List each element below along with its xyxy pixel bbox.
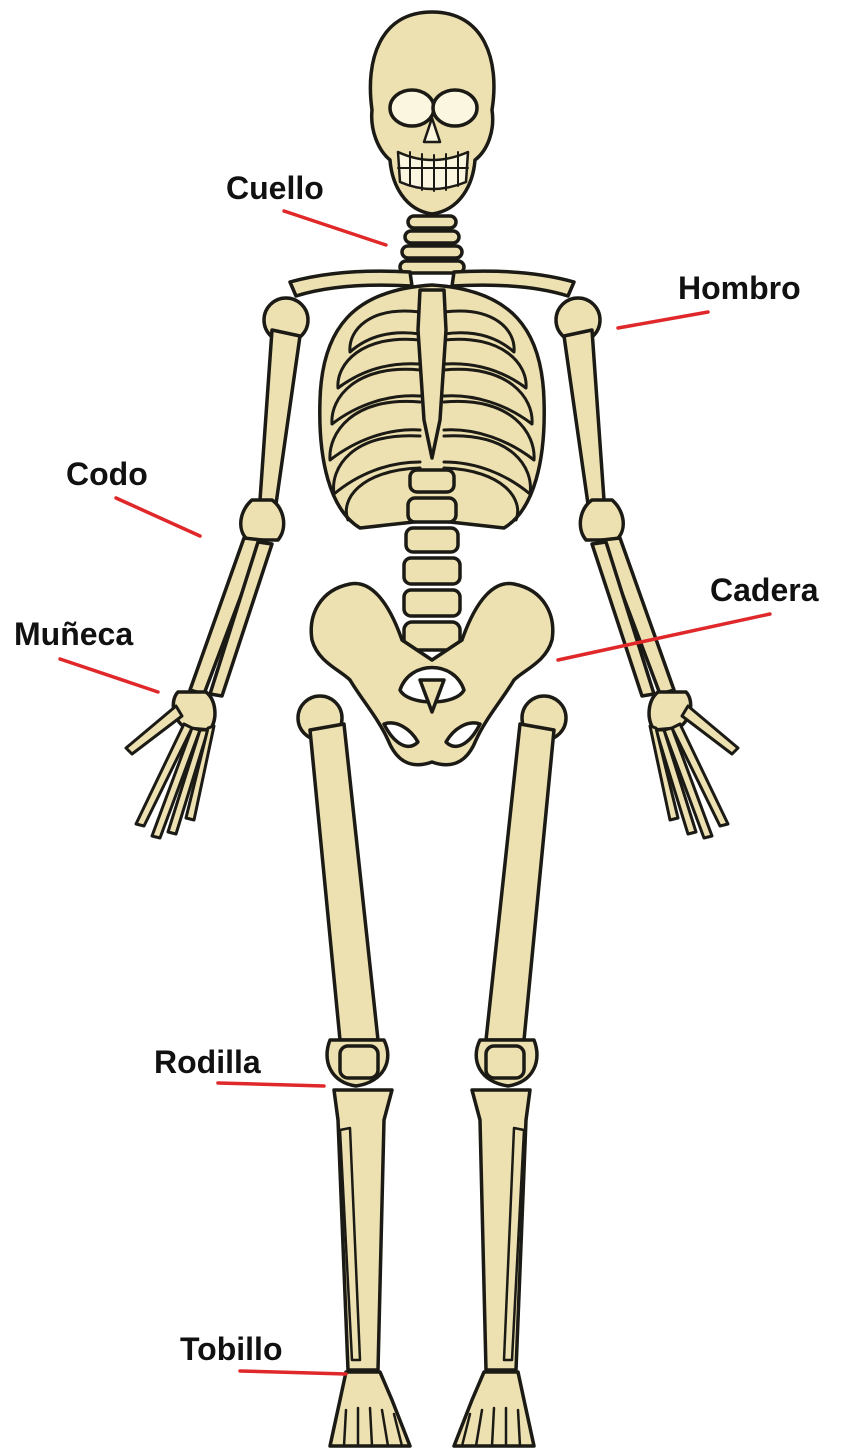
left-foot <box>330 1372 410 1446</box>
label-knee: Rodilla <box>154 1046 261 1078</box>
label-shoulder: Hombro <box>678 272 801 304</box>
knee-leader-line <box>218 1083 324 1086</box>
label-ankle: Tobillo <box>180 1333 282 1365</box>
hip-leader-line <box>558 614 770 660</box>
right-hand <box>649 692 738 838</box>
right-leg <box>472 696 566 1370</box>
wrist-leader-line <box>60 659 158 692</box>
elbow-leader-line <box>116 498 200 536</box>
label-neck: Cuello <box>226 172 324 204</box>
label-wrist: Muñeca <box>14 618 133 650</box>
right-foot <box>454 1372 534 1446</box>
cervical-spine <box>400 216 464 273</box>
left-hand <box>126 692 215 838</box>
label-hip: Cadera <box>710 574 819 606</box>
left-arm <box>190 298 308 696</box>
ankle-leader-line <box>240 1371 346 1374</box>
lumbar-spine <box>404 470 460 650</box>
skull <box>370 12 494 214</box>
right-arm <box>556 298 674 696</box>
neck-leader-line <box>284 211 386 245</box>
shoulder-leader-line <box>618 312 708 328</box>
label-elbow: Codo <box>66 458 148 490</box>
left-leg <box>298 696 392 1370</box>
